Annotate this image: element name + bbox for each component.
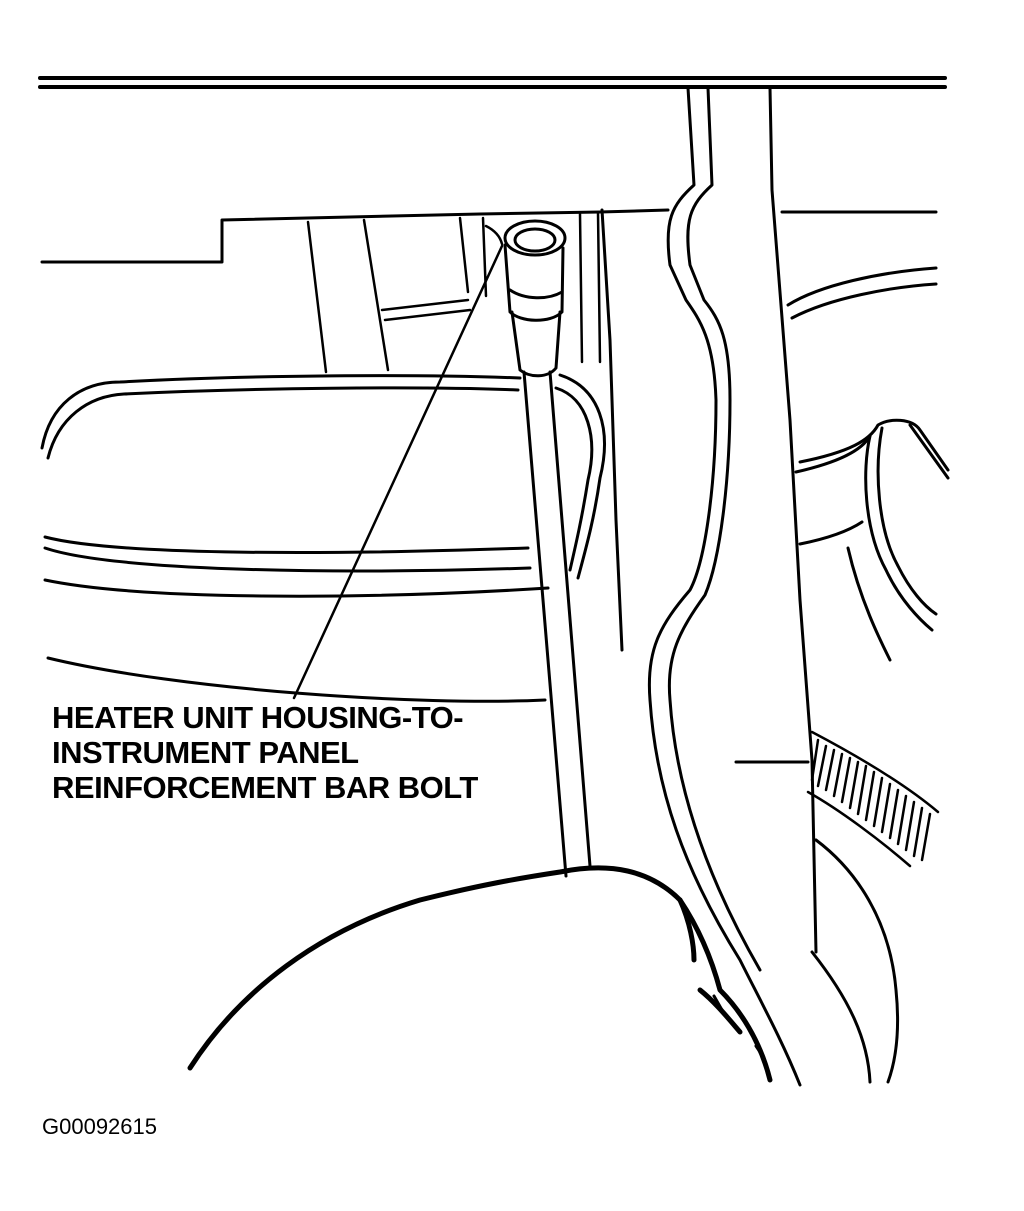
bolt-callout-label: HEATER UNIT HOUSING-TO- INSTRUMENT PANEL… (52, 700, 478, 805)
heater-housing (40, 373, 606, 703)
bolt-and-extension (503, 219, 592, 878)
callout-line-3: REINFORCEMENT BAR BOLT (52, 770, 478, 805)
callout-line-1: HEATER UNIT HOUSING-TO- (52, 700, 464, 735)
top-frame-rule (38, 76, 947, 89)
hand-silhouette (187, 865, 773, 1083)
hand-detail-strokes (712, 994, 766, 1060)
right-bracket (794, 418, 950, 662)
dashboard-upper-outline (40, 208, 938, 320)
callout-line-2: INSTRUMENT PANEL (52, 735, 359, 770)
reinforcement-bar (600, 86, 818, 1087)
corrugated-hose (806, 730, 940, 868)
figure-code: G00092615 (42, 1114, 157, 1139)
callout-leader-line (292, 244, 504, 700)
lower-round-component (810, 838, 900, 1084)
